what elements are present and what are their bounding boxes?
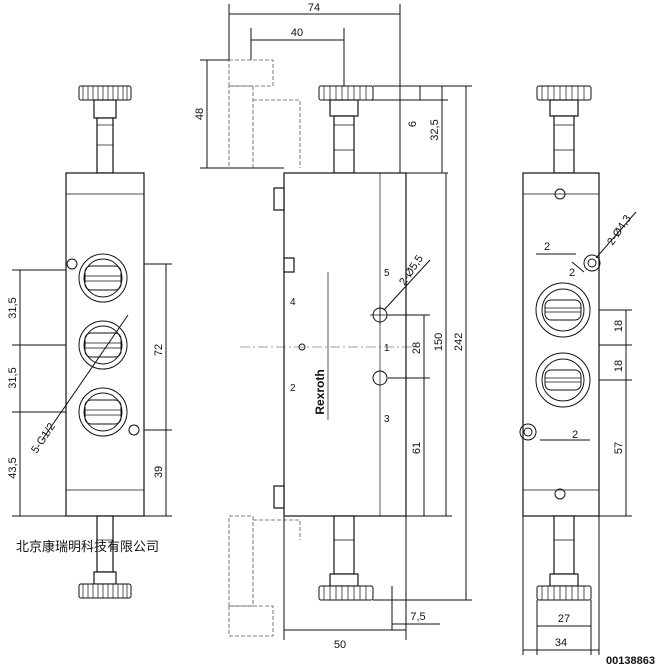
right-top-neck — [549, 99, 579, 117]
dim-31-5-top: 31,5 — [7, 297, 19, 318]
mount-hole — [372, 370, 388, 386]
port-label-3: 3 — [384, 414, 390, 425]
lug-hole — [583, 254, 601, 272]
dim-57: 57 — [613, 442, 625, 454]
front-bottom-neck — [329, 573, 359, 587]
top-stem — [96, 117, 114, 174]
dim-74: 74 — [308, 2, 320, 14]
front-top-knob — [318, 85, 374, 101]
left-view: 31,5 31,5 43,5 5-G1/2 72 39 — [7, 85, 172, 599]
dim-27: 27 — [558, 613, 570, 625]
dim-32-5: 32,5 — [429, 119, 441, 140]
front-bottom-knob — [318, 585, 374, 601]
hole-spec-right: 2-Ø4,3 — [605, 213, 634, 248]
dim-6: 6 — [407, 121, 419, 127]
dim-61: 61 — [411, 442, 423, 454]
override-ghost-top — [228, 59, 274, 87]
front-top-stem — [333, 115, 355, 174]
dim-34: 34 — [555, 637, 567, 649]
top-screw — [554, 188, 566, 200]
front-bottom-stem — [333, 515, 355, 575]
mount-hole — [128, 424, 140, 436]
right-top-stem — [553, 115, 575, 174]
dim-150: 150 — [433, 333, 445, 351]
dim-2-bottom: 2 — [572, 429, 578, 441]
mount-hole — [66, 258, 78, 270]
lug-hole — [519, 423, 537, 441]
dim-18-top: 18 — [613, 320, 625, 332]
front-top-neck — [329, 99, 359, 117]
part-code: 00138863 — [606, 655, 655, 667]
left-body — [65, 172, 145, 517]
top-neck — [93, 99, 117, 119]
front-view: 5 4 1 2 3 Rexroth 2-Ø5,5 74 40 48 — [194, 2, 472, 651]
dim-31-5-mid: 31,5 — [7, 367, 19, 388]
port-label-2: 2 — [290, 383, 296, 394]
right-view: 2-Ø4,3 2 2 2 18 18 57 27 34 — [519, 85, 637, 655]
side-boss — [273, 187, 285, 211]
port-label-5: 5 — [384, 268, 390, 279]
port-ring — [78, 320, 128, 370]
thread-label: 5-G1/2 — [29, 421, 58, 456]
override-ghost-knob — [228, 605, 274, 637]
side-tab — [283, 257, 295, 273]
right-top-knob — [536, 85, 592, 101]
right-body — [522, 172, 600, 517]
bottom-neck — [93, 571, 117, 585]
port-label-4: 4 — [290, 297, 296, 308]
bottom-screw — [554, 488, 566, 500]
company-watermark: 北京康瑞明科技有限公司 — [16, 539, 159, 555]
dim-72: 72 — [153, 344, 165, 356]
dim-18-mid: 18 — [613, 360, 625, 372]
right-bottom-knob — [536, 585, 592, 601]
dim-48: 48 — [194, 108, 206, 120]
port-ring — [78, 253, 128, 303]
dim-242: 242 — [453, 333, 465, 351]
dim-40: 40 — [291, 27, 303, 39]
side-boss — [273, 485, 285, 509]
override-ghost-stem — [228, 85, 254, 169]
right-bottom-stem — [553, 515, 575, 575]
override-ghost-bottom — [228, 515, 254, 607]
port-ring — [78, 387, 128, 437]
dim-2-top: 2 — [544, 241, 550, 253]
right-port-ring — [535, 352, 591, 408]
dim-39: 39 — [153, 466, 165, 478]
port-label-1: 1 — [384, 343, 390, 354]
dim-50: 50 — [334, 639, 346, 651]
dim-2-diag: 2 — [569, 267, 575, 279]
dim-43-5: 43,5 — [7, 457, 19, 478]
right-bottom-neck — [549, 573, 579, 587]
dim-7-5: 7,5 — [410, 611, 425, 623]
right-port-ring — [535, 282, 591, 338]
dim-28: 28 — [411, 342, 423, 354]
brand-logo-text: Rexroth — [313, 369, 327, 414]
